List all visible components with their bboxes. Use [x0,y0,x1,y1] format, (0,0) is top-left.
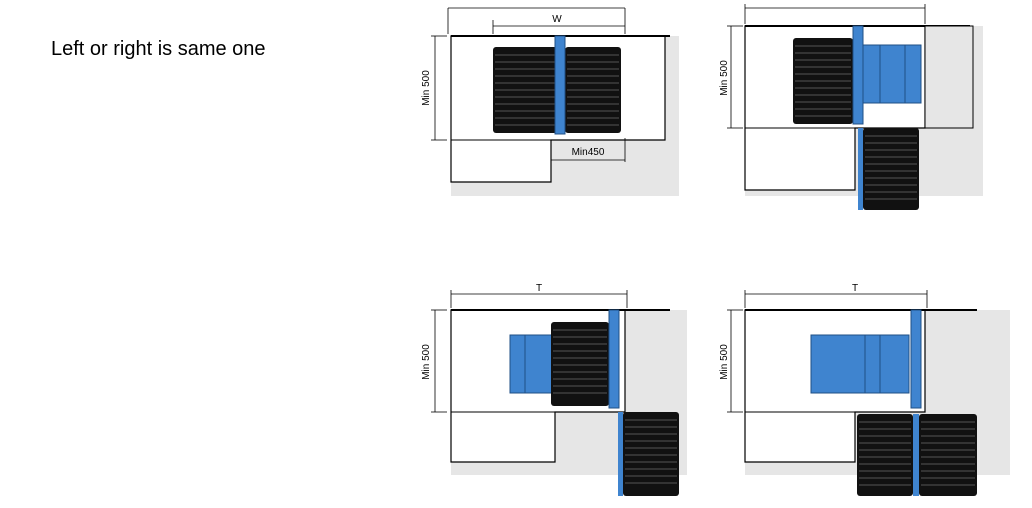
blue-basket [509,334,553,394]
diagram-top-left: W Min 500 Min450 [421,7,679,196]
dimension-min500: Min 500 [719,344,730,380]
blue-basket [810,334,910,394]
caption-text: Left or right is same one [51,38,266,60]
dimension-min450: Min450 [572,147,605,158]
basket-pulled-out [858,128,919,210]
basket-inner [551,322,609,406]
blue-column [852,25,864,125]
blue-frame [862,44,922,104]
basket-pulled-out-right [919,414,977,496]
basket-inner [793,38,853,124]
basket-right [565,47,621,133]
dimension-min500: Min 500 [421,344,432,380]
blue-column [554,35,566,135]
dimension-min500: Min 500 [719,60,730,96]
dimension-w: W [552,14,562,25]
basket-pulled-out [618,412,679,496]
dimension-t: T [852,283,858,294]
diagram-bottom-right: T Min 500 [719,283,1010,496]
dimension-t: T [536,283,542,294]
blue-column [608,309,620,409]
dimension-min500: Min 500 [421,70,432,106]
diagram-top-right: Min 500 [719,4,983,210]
basket-left [493,47,557,133]
diagram-bottom-left: T Min 500 [421,283,687,496]
basket-pulled-out-left [857,414,913,496]
blue-column [910,309,922,409]
